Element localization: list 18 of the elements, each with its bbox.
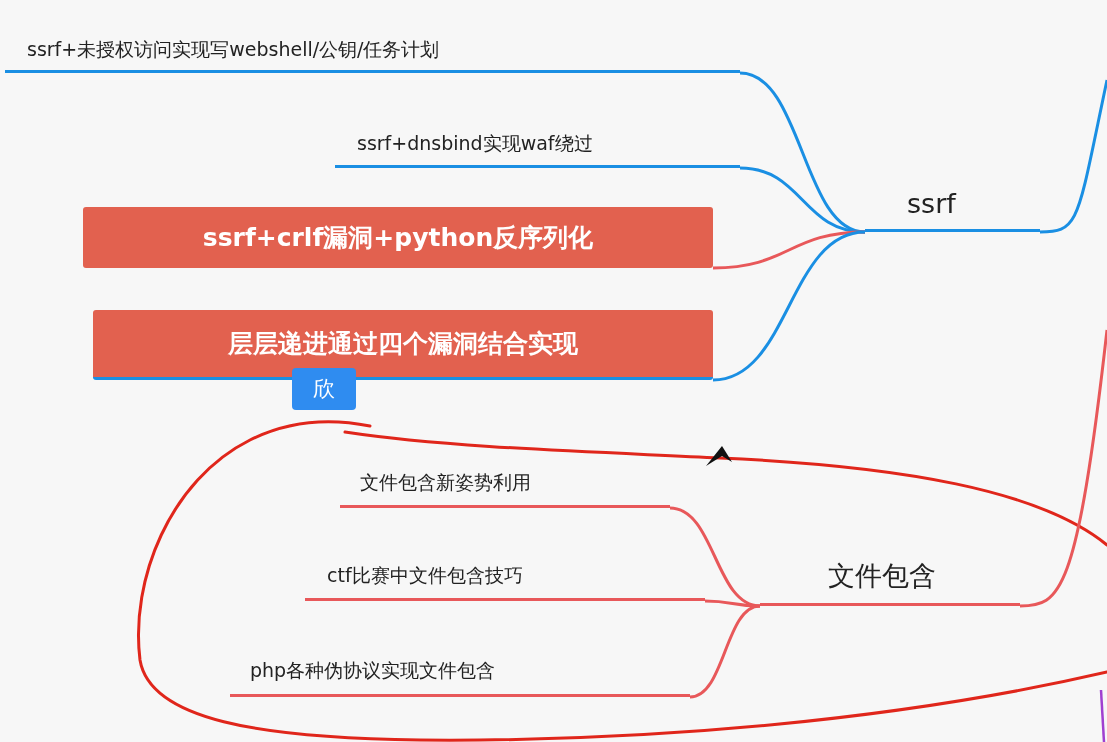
topic-text: ssrf	[907, 188, 956, 219]
topic-text: ctf比赛中文件包含技巧	[327, 563, 523, 588]
topic-text: 层层递进通过四个漏洞结合实现	[228, 328, 578, 360]
user-badge: 欣	[292, 368, 356, 410]
topic-text: php各种伪协议实现文件包含	[250, 658, 496, 683]
branch-line	[704, 599, 761, 608]
topic-text: ssrf+crlf漏洞+python反序列化	[202, 222, 594, 254]
branch-line	[739, 166, 866, 234]
topic-text: ssrf+未授权访问实现写webshell/公钥/任务计划	[27, 37, 440, 62]
branch-line	[689, 604, 761, 699]
topic-text: 文件包含新姿势利用	[360, 469, 531, 495]
topic-card	[93, 310, 713, 380]
branch-line	[1039, 79, 1107, 234]
topic-text: 文件包含	[828, 558, 936, 593]
branch-line	[712, 230, 866, 382]
topic-card	[83, 207, 713, 268]
topic-text: ssrf+dnsbind实现waf绕过	[357, 130, 593, 156]
branch-line	[1019, 329, 1107, 608]
